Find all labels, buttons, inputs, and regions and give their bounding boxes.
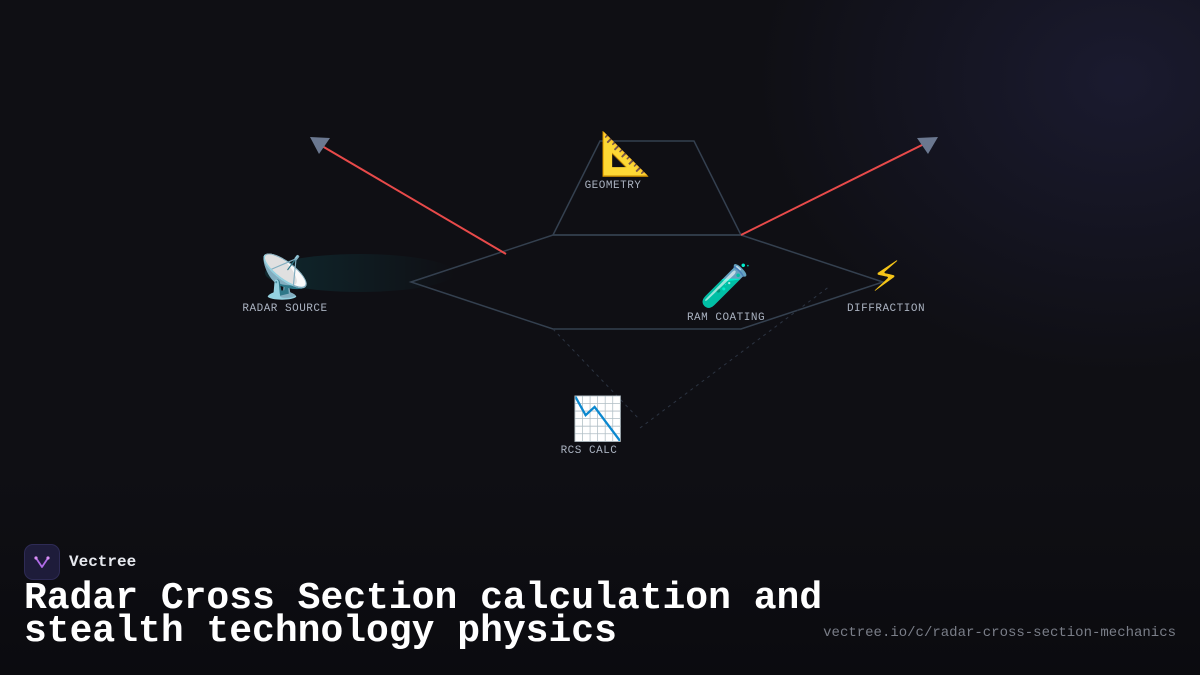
node-ram-coating: 🧪 RAM COATING <box>686 261 766 325</box>
node-diffraction: ⚡ DIFFRACTION <box>846 252 926 316</box>
page-title: Radar Cross Section calculation and stea… <box>24 577 823 653</box>
deflected-ray-left <box>321 145 507 255</box>
node-label: GEOMETRY <box>584 180 642 192</box>
arrowhead-left <box>310 137 330 154</box>
node-label: DIFFRACTION <box>846 303 926 315</box>
radar-beam <box>265 254 455 292</box>
course-url[interactable]: vectree.io/c/radar-cross-section-mechani… <box>823 625 1176 641</box>
triangular-ruler-icon: 📐 <box>599 129 653 178</box>
node-label: RADAR SOURCE <box>242 303 328 315</box>
arrowhead-right <box>917 137 938 154</box>
node-label: RCS CALC <box>560 445 618 457</box>
dotted-connector <box>639 285 831 429</box>
aircraft-tail-outline <box>551 140 743 236</box>
test-tube-icon: 🧪 <box>699 261 753 310</box>
node-radar-source: 📡 RADAR SOURCE <box>242 252 328 316</box>
vectree-logo-icon <box>24 544 60 580</box>
node-label: RAM COATING <box>686 312 766 324</box>
chart-decreasing-icon: 📉 <box>571 394 625 443</box>
aircraft-body-outline <box>408 234 886 330</box>
brand-name: Vectree <box>69 553 137 571</box>
satellite-antenna-icon: 📡 <box>258 252 312 301</box>
node-rcs-calc: 📉 RCS CALC <box>561 394 625 458</box>
deflected-ray-right <box>740 143 925 236</box>
node-geometry: 📐 GEOMETRY <box>585 129 653 193</box>
lightning-icon: ⚡ <box>871 252 901 301</box>
brand[interactable]: Vectree <box>24 544 136 580</box>
